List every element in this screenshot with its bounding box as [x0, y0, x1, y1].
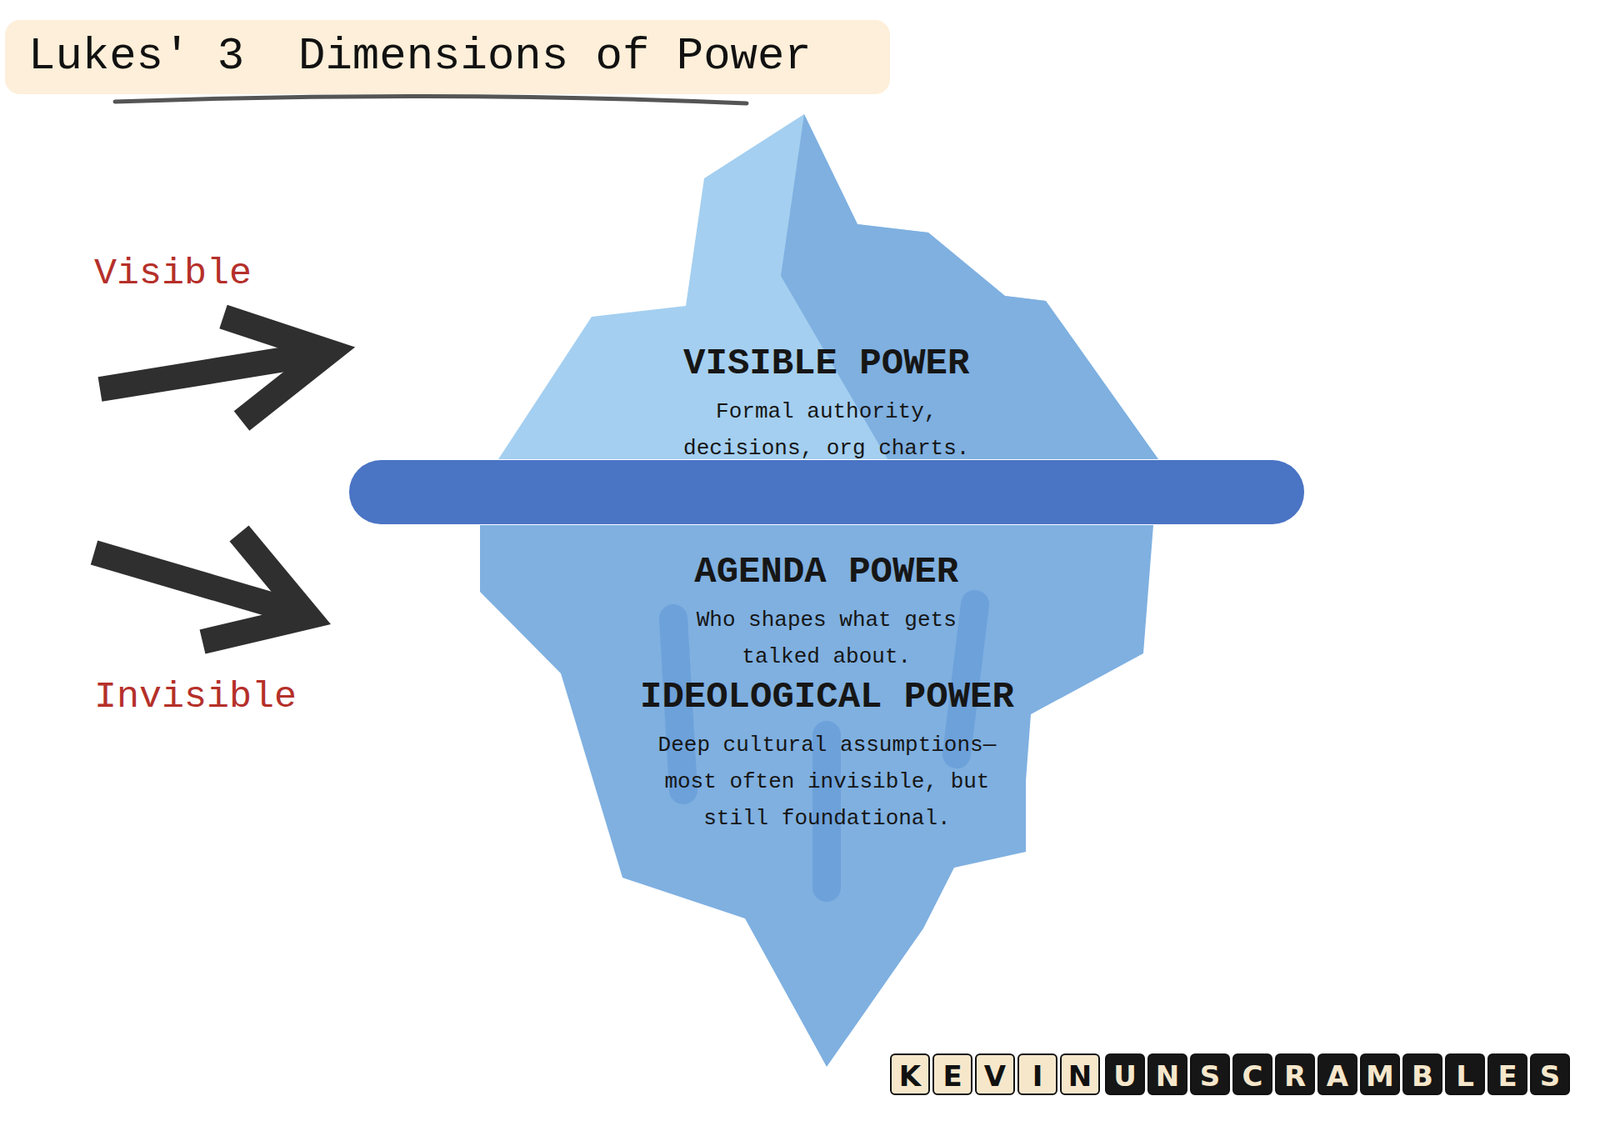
letter-tile: V	[975, 1053, 1015, 1095]
level-description: Deep cultural assumptions— most often in…	[655, 726, 1000, 837]
letter-tile: K	[890, 1053, 930, 1095]
watermark: KEVIN	[890, 1053, 1103, 1095]
level-heading: IDEOLOGICAL POWER	[640, 675, 1015, 719]
level-description: Who shapes what gets talked about.	[654, 601, 999, 675]
letter-tile: S	[1530, 1053, 1570, 1095]
title-text: Lukes' 3 Dimensions of Power	[28, 28, 812, 85]
pointer-arrows	[94, 316, 330, 642]
ideological-power-level: IDEOLOGICAL POWER Deep cultural assumptio…	[640, 675, 1015, 837]
letter-tile: E	[1487, 1053, 1528, 1095]
letter-tile: R	[1275, 1053, 1315, 1095]
letter-tile: U	[1105, 1053, 1145, 1095]
letter-tile: N	[1060, 1053, 1100, 1095]
level-description: Formal authority, decisions, org charts.	[654, 393, 999, 467]
letter-tile: S	[1190, 1053, 1230, 1095]
title-underline	[115, 95, 747, 104]
waterline	[349, 460, 1305, 525]
invisible-label: Invisible	[94, 673, 297, 721]
letter-tile: N	[1147, 1053, 1188, 1095]
level-heading: AGENDA POWER	[654, 550, 999, 594]
watermark: UNSCRAMBLES	[1105, 1053, 1573, 1095]
letter-tile: L	[1445, 1053, 1485, 1095]
letter-tile: I	[1017, 1053, 1058, 1095]
visible-label: Visible	[94, 250, 252, 298]
iceberg-underwater	[480, 525, 1154, 1067]
visible-power-level: VISIBLE POWER Formal authority, decisions…	[654, 341, 999, 467]
letter-tile: M	[1360, 1053, 1400, 1095]
letter-tile: C	[1232, 1053, 1273, 1095]
letter-tile: E	[932, 1053, 973, 1095]
letter-tile: B	[1402, 1053, 1443, 1095]
level-heading: VISIBLE POWER	[654, 341, 999, 385]
agenda-power-level: AGENDA POWER Who shapes what gets talked …	[654, 550, 999, 675]
letter-tile: A	[1317, 1053, 1358, 1095]
title-panel	[5, 20, 890, 95]
